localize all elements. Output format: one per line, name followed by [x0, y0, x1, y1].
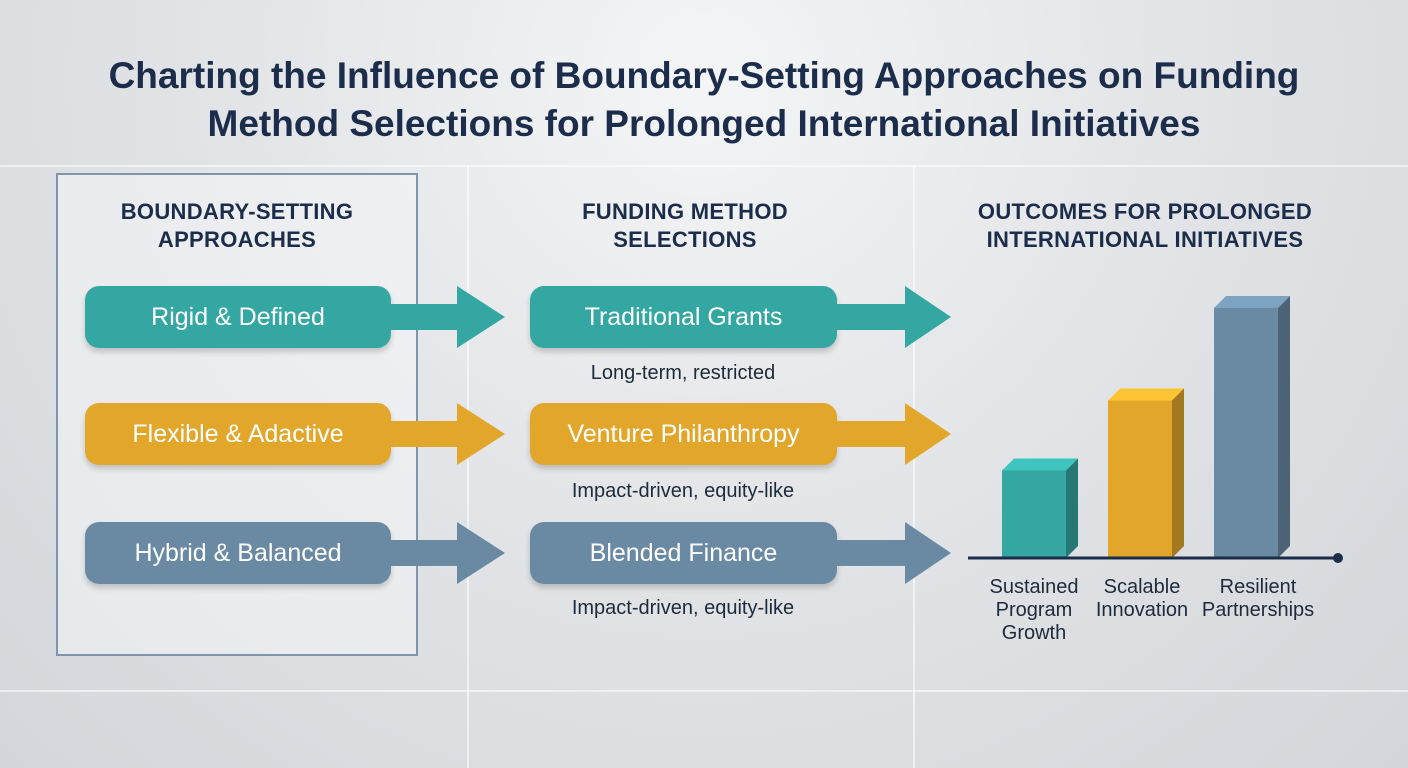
bar-category-label-line: Sustained: [989, 576, 1079, 598]
background-gridline: [0, 165, 1408, 167]
funding-traditional-grants: Traditional Grants: [530, 286, 837, 348]
outcomes-header-line-2: INTERNATIONAL INITIATIVES: [986, 227, 1304, 252]
arrow-right-icon: [385, 286, 505, 348]
x-axis-end-dot: [1333, 553, 1343, 563]
background-gridline: [0, 690, 1408, 692]
outcomes-bar-chart: [968, 296, 1343, 563]
funding-header-line-2: SELECTIONS: [613, 227, 757, 252]
approach-label: Flexible & Adactive: [132, 419, 344, 448]
outcomes-header: OUTCOMES FOR PROLONGED INTERNATIONAL INI…: [935, 198, 1355, 254]
bar-sustained-program-growth: [1002, 458, 1078, 558]
background-gridline: [467, 165, 469, 768]
funding-venture-philanthropy: Venture Philanthropy: [530, 403, 837, 465]
bar-category-label-line: Growth: [1001, 622, 1067, 644]
funding-note: Long-term, restricted: [590, 362, 776, 384]
approach-label: Rigid & Defined: [151, 302, 325, 331]
approach-flexible-adaptive: Flexible & Adactive: [85, 403, 391, 465]
approach-hybrid-balanced: Hybrid & Balanced: [85, 522, 391, 584]
background-gridline: [913, 165, 915, 768]
approaches-header-line-1: BOUNDARY-SETTING: [120, 199, 354, 224]
title-line-2: Method Selections for Prolonged Internat…: [207, 103, 1201, 144]
approach-label: Hybrid & Balanced: [134, 538, 342, 567]
bar-category-label-line: Scalable: [1103, 576, 1181, 598]
bar-category-label-line: Resilient: [1219, 576, 1297, 598]
funding-blended-finance: Blended Finance: [530, 522, 837, 584]
outcomes-header-line-1: OUTCOMES FOR PROLONGED: [977, 199, 1313, 224]
approaches-header-line-2: APPROACHES: [157, 227, 317, 252]
funding-label: Blended Finance: [589, 538, 778, 567]
approach-rigid-defined: Rigid & Defined: [85, 286, 391, 348]
page-title: Charting the Influence of Boundary-Setti…: [0, 52, 1408, 148]
bar-scalable-innovation: [1108, 388, 1184, 558]
funding-header-line-1: FUNDING METHOD: [582, 199, 788, 224]
bar-category-label-line: Program: [995, 599, 1073, 621]
title-line-1: Charting the Influence of Boundary-Setti…: [108, 55, 1300, 96]
bar-resilient-partnerships: [1214, 296, 1290, 558]
bar-category-label-line: Partnerships: [1201, 599, 1315, 621]
funding-header: FUNDING METHOD SELECTIONS: [530, 198, 840, 254]
arrow-right-icon: [833, 286, 951, 348]
arrow-right-icon: [385, 403, 505, 465]
bar-category-label-line: Innovation: [1095, 599, 1189, 621]
funding-label: Traditional Grants: [584, 302, 783, 331]
approaches-header: BOUNDARY-SETTING APPROACHES: [56, 198, 418, 254]
funding-note: Impact-driven, equity-like: [571, 597, 795, 619]
funding-label: Venture Philanthropy: [567, 419, 800, 448]
arrow-right-icon: [833, 522, 951, 584]
funding-note: Impact-driven, equity-like: [571, 480, 795, 502]
arrow-right-icon: [833, 403, 951, 465]
arrow-right-icon: [385, 522, 505, 584]
